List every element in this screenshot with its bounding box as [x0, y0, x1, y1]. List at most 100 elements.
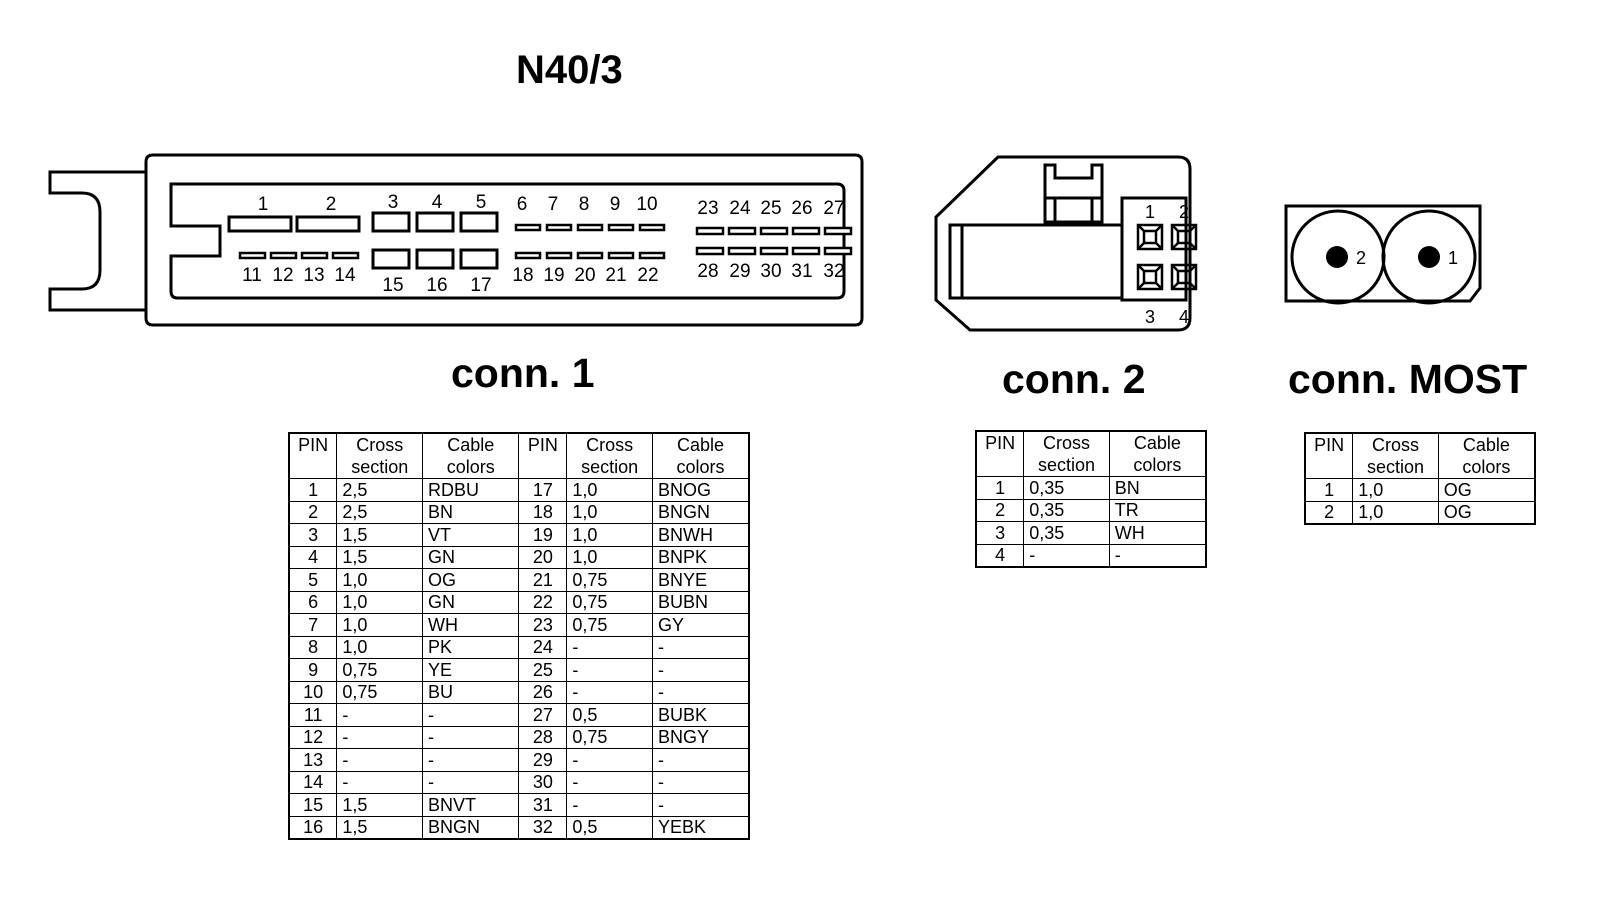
cable-color-cell: BNGN: [422, 815, 520, 840]
pin-label: 18: [512, 265, 533, 286]
cross-section-header: Cross section: [566, 432, 653, 479]
cross-section-header: Cross section: [1023, 430, 1110, 477]
pin-cell: 23: [518, 613, 568, 637]
pin-cell: 15: [288, 793, 338, 817]
pin-label: 24: [729, 198, 751, 219]
pin-label: 3: [1145, 307, 1155, 327]
pin-label: 1: [258, 194, 269, 215]
cross-section-cell: -: [566, 748, 653, 772]
cable-color-cell: -: [422, 748, 520, 772]
table-header-row: PIN Cross section Cable colors: [975, 430, 1207, 477]
pin-label: 4: [432, 192, 443, 213]
pin-slot: [791, 226, 821, 236]
pin-cell: 9: [288, 658, 338, 682]
pin-label: 26: [791, 198, 812, 219]
pin-label: 3: [388, 192, 399, 213]
table-header-row: PIN Cross section Cable colors: [1304, 432, 1536, 479]
pin-label: 27: [823, 198, 844, 219]
pin-slot: [607, 251, 635, 260]
cross-section-cell: 0,35: [1023, 498, 1110, 522]
cable-color-cell: -: [651, 680, 750, 704]
pin-label: 29: [729, 261, 750, 282]
pin-label: 23: [697, 198, 718, 219]
pin-cell: 11: [288, 703, 338, 727]
cable-color-cell: BNGY: [651, 725, 750, 749]
pin-slot: [514, 251, 542, 260]
pin-cell: 16: [288, 815, 338, 840]
most-pin-label: 2: [1356, 248, 1366, 268]
cable-color-cell: BUBN: [651, 590, 750, 614]
pin-label: 7: [548, 194, 559, 215]
pin-cell: 27: [518, 703, 568, 727]
cable-color-cell: VT: [422, 523, 520, 547]
pin-cell: 32: [518, 815, 568, 840]
cable-colors-header: Cable colors: [1437, 432, 1536, 479]
cross-section-header: Cross section: [1352, 432, 1439, 479]
pin-cell: 7: [288, 613, 338, 637]
pin-cell: 21: [518, 568, 568, 592]
pin-slot: [727, 226, 757, 236]
cross-section-cell: 1,0: [1352, 478, 1439, 502]
terminal: [1136, 263, 1164, 291]
cross-section-cell: 1,0: [566, 545, 653, 569]
cable-color-cell: -: [651, 635, 750, 659]
pin-cell: 29: [518, 748, 568, 772]
pin-label: 2: [326, 194, 337, 215]
cable-color-cell: OG: [1437, 500, 1536, 525]
pin-cell: 19: [518, 523, 568, 547]
most-pin-labels: 2 1: [1356, 248, 1458, 268]
pin-label: 1: [1145, 202, 1155, 222]
cable-color-cell: BUBK: [651, 703, 750, 727]
pin-cell: 25: [518, 658, 568, 682]
cross-section-cell: -: [336, 748, 424, 772]
cross-section-header: Cross section: [336, 432, 424, 479]
cross-section-cell: 1,5: [336, 815, 424, 840]
cross-section-cell: 0,35: [1023, 521, 1110, 545]
pin-slot: [514, 223, 542, 232]
cross-section-cell: 0,75: [336, 680, 424, 704]
pin-cell: 2: [288, 500, 338, 524]
pin-cell: 14: [288, 770, 338, 794]
cross-section-cell: -: [566, 658, 653, 682]
cross-section-cell: -: [336, 703, 424, 727]
cable-color-cell: BU: [422, 680, 520, 704]
conn1-slots: [227, 211, 499, 270]
pin-label: 19: [543, 265, 564, 286]
pin-label: 17: [470, 275, 491, 296]
cable-color-cell: -: [1108, 543, 1207, 568]
cross-section-cell: 0,75: [566, 613, 653, 637]
page-title: N40/3: [516, 48, 623, 92]
pin-label: 32: [823, 261, 844, 282]
pin-slot: [331, 251, 360, 260]
pin-slot: [823, 246, 853, 256]
pin-slot: [791, 246, 821, 256]
pin-cell: 5: [288, 568, 338, 592]
pin-slot: [759, 226, 789, 236]
pin-cell: 1: [288, 478, 338, 502]
table-row: 13--29--: [288, 748, 750, 772]
pin-label: 2: [1179, 202, 1189, 222]
pin-cell: 18: [518, 500, 568, 524]
pin-cell: 6: [288, 590, 338, 614]
cable-color-cell: -: [651, 658, 750, 682]
cable-color-cell: BNGN: [651, 500, 750, 524]
terminal: [1170, 263, 1198, 291]
pin-label: 6: [517, 194, 528, 215]
pin-slot: [638, 223, 666, 232]
conn1-label: conn. 1: [451, 350, 595, 396]
pin-slot: [759, 246, 789, 256]
cable-color-cell: -: [422, 770, 520, 794]
